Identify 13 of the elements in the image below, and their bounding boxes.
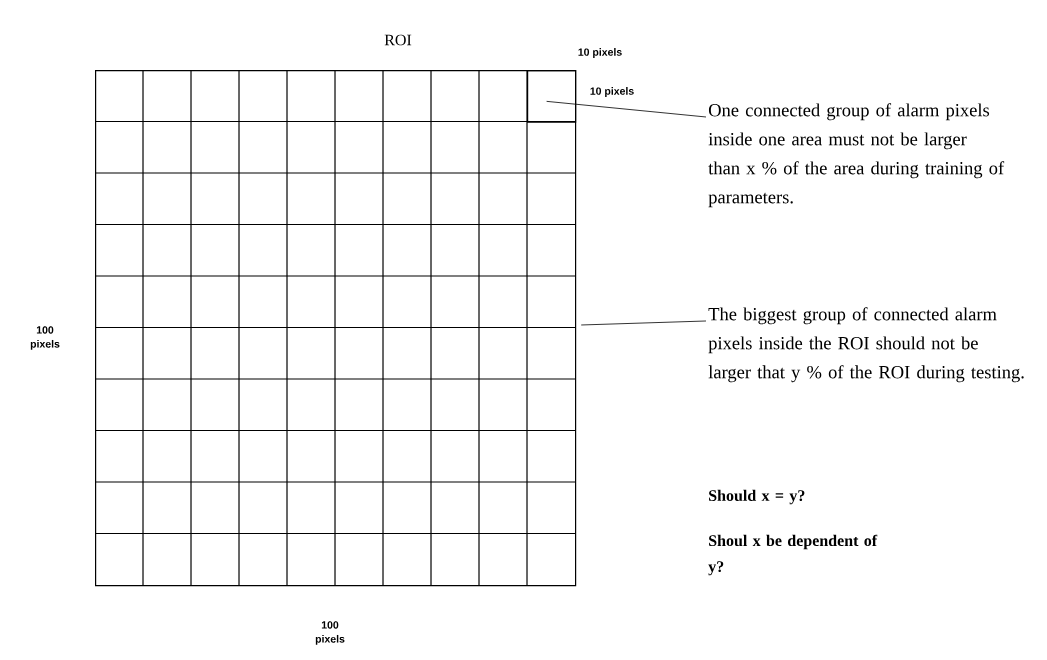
- dimension-label: 10 pixels: [578, 48, 622, 58]
- dimension-label: 100 pixels: [315, 621, 345, 645]
- note-text: One connected group of alarm pixels inside one area must not be larger than x % of the area during training of parameters.: [708, 103, 1005, 208]
- node-label: ROI: [384, 34, 412, 46]
- dimension-label: 10 pixels: [590, 87, 634, 97]
- note-text: The biggest group of connected alarm pixels inside the ROI should not be larger that y % of the ROI during testing.: [708, 307, 1024, 383]
- leader-line: [546, 100, 707, 118]
- dimension-label: 100 pixels: [30, 326, 60, 350]
- leader-line: [580, 320, 707, 326]
- question-text: Should x = y?: [709, 489, 805, 505]
- grid-cell: [527, 70, 577, 123]
- grid-drawing: ROI: [94, 34, 577, 587]
- question-text: Shoul x be dependent of y?: [708, 534, 878, 576]
